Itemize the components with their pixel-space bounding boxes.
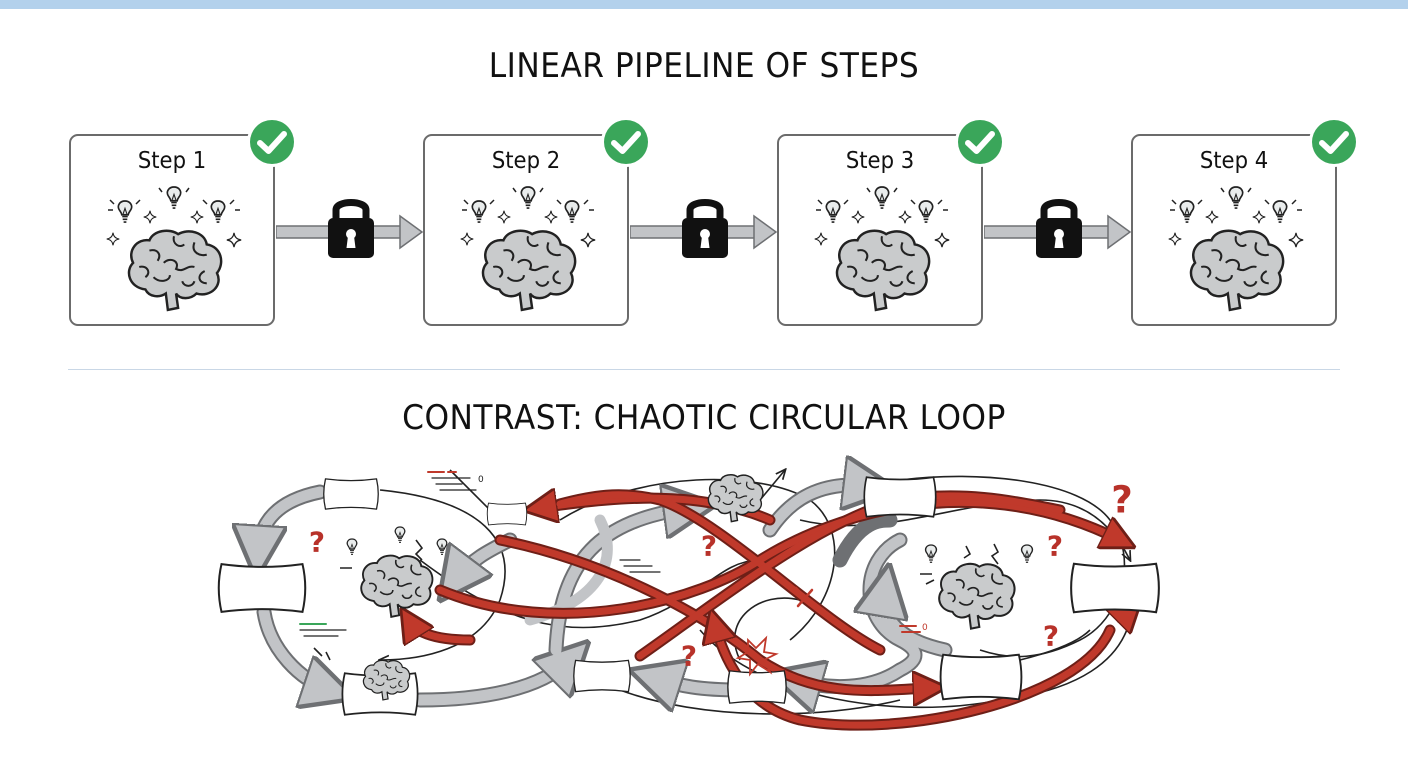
contrast-title: CONTRAST: CHAOTIC CIRCULAR LOOP bbox=[402, 398, 1006, 438]
section-divider bbox=[68, 369, 1340, 370]
step-card-4[interactable]: Step 4 bbox=[1131, 134, 1337, 326]
top-accent-band bbox=[0, 0, 1408, 9]
step-card-3[interactable]: Step 3 bbox=[777, 134, 983, 326]
step-label: Step 4 bbox=[1199, 148, 1269, 174]
code-snippet-marks bbox=[299, 471, 921, 637]
step-card-1[interactable]: Step 1 bbox=[69, 134, 275, 326]
pipeline-title: LINEAR PIPELINE OF STEPS bbox=[488, 46, 920, 86]
cross-icon bbox=[735, 586, 814, 677]
svg-text:0: 0 bbox=[922, 623, 928, 633]
step-card-2[interactable]: Step 2 bbox=[423, 134, 629, 326]
step-label: Step 3 bbox=[845, 148, 915, 174]
svg-text:0: 0 bbox=[478, 475, 484, 485]
lightbulb-icon bbox=[313, 526, 1034, 661]
step-label: Step 1 bbox=[137, 148, 207, 174]
step-label: Step 2 bbox=[491, 148, 561, 174]
